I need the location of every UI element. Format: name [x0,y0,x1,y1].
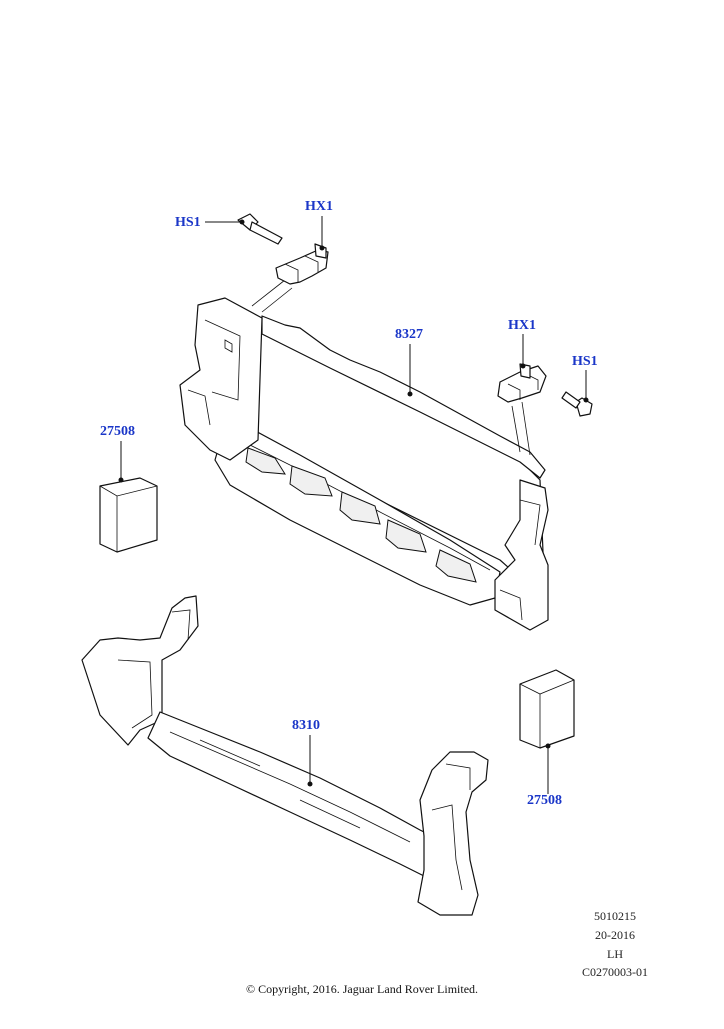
info-ref-number: 5010215 [594,909,636,923]
clip-hx1-left[interactable] [275,243,329,285]
foam-block-left[interactable] [99,477,158,553]
info-side: LH [607,947,623,961]
clip-hx1-right[interactable] [497,363,547,403]
foam-block-right[interactable] [519,669,575,749]
callout-hx1-left[interactable]: HX1 [305,199,333,214]
callout-27508-left[interactable]: 27508 [100,424,135,439]
callout-hx1-right[interactable]: HX1 [508,318,536,333]
callout-hs1-right[interactable]: HS1 [572,354,598,369]
bolt-hs1-right[interactable] [561,391,593,417]
callout-hs1-left[interactable]: HS1 [175,215,201,230]
callout-27508-right[interactable]: 27508 [527,793,562,808]
info-date: 20-2016 [595,928,635,942]
air-deflector-upper[interactable] [179,279,549,631]
callout-8327[interactable]: 8327 [395,327,423,342]
bolt-hs1-left[interactable] [237,213,283,245]
leader-lines [118,216,589,794]
copyright-notice: © Copyright, 2016. Jaguar Land Rover Lim… [245,982,479,996]
callout-8310[interactable]: 8310 [292,718,320,733]
info-illustration-code: C0270003-01 [582,965,648,979]
air-deflector-lower[interactable] [81,595,489,916]
